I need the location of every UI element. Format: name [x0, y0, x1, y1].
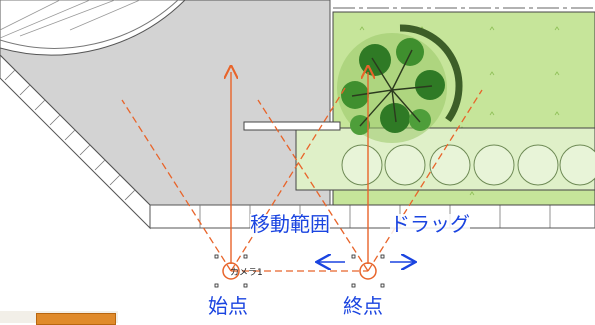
panel-tab[interactable] [36, 313, 116, 325]
curb-ticks [4, 69, 136, 201]
start-point-marker[interactable] [222, 262, 240, 280]
bench-bar [243, 121, 341, 131]
end-point-marker[interactable] [359, 262, 377, 280]
shrub-row [341, 144, 595, 186]
end-point-label: 終点 [343, 294, 383, 318]
circular-plaza [0, 0, 186, 56]
start-point-label: 始点 [208, 294, 248, 318]
camera-tag: カメラ1 [230, 268, 263, 278]
view-cone-end [257, 89, 483, 272]
plaza-curb-lines [0, 0, 141, 39]
drag-label: ドラッグ [390, 212, 470, 236]
bottom-curb [149, 204, 595, 229]
move-range-label: 移動範囲 [250, 212, 330, 236]
view-cone-start [121, 87, 346, 272]
tree [337, 24, 463, 143]
plaza-ring [0, 0, 179, 49]
selection-handles [214, 254, 385, 288]
